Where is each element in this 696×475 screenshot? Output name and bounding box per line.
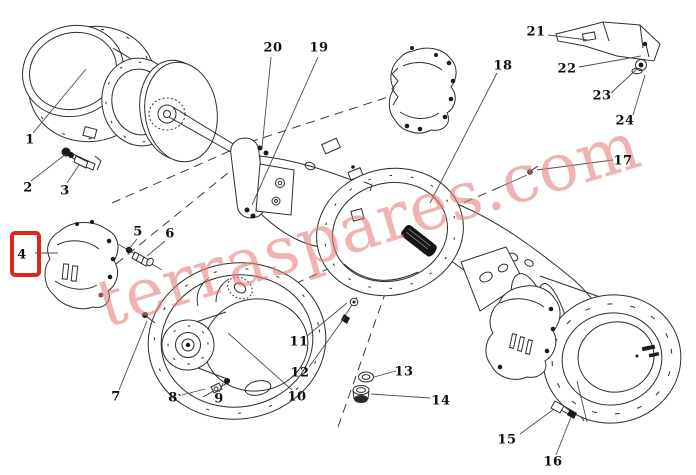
callout-label-10: 10	[287, 389, 307, 405]
callout-label-15: 15	[497, 432, 517, 448]
plug-14	[352, 385, 370, 403]
callout-label-3: 3	[60, 183, 70, 199]
callout-label-16: 16	[543, 454, 563, 470]
brake-caliper-right	[485, 285, 561, 380]
callout-label-22: 22	[557, 61, 577, 77]
callout-label-11: 11	[289, 334, 309, 350]
bolt-7	[142, 312, 156, 324]
callout-label-6: 6	[165, 226, 175, 242]
callout-label-17: 17	[613, 153, 633, 169]
callout-label-2: 2	[23, 180, 33, 196]
brake-caliper-top	[388, 46, 457, 134]
wheel-hub-assembly-left	[22, 24, 218, 163]
callout-label-20: 20	[263, 40, 283, 56]
callout-label-21: 21	[526, 24, 546, 40]
callout-label-5: 5	[133, 224, 143, 240]
brake-caliper-left	[44, 220, 119, 310]
callout-label-7: 7	[111, 389, 121, 405]
callout-label-14: 14	[431, 393, 451, 409]
callout-leader-lines	[30, 34, 646, 456]
washer-13	[358, 371, 374, 383]
callout-label-24: 24	[615, 113, 635, 129]
callout-label-23: 23	[592, 88, 612, 104]
bolt-and-sleeve-2-3	[61, 147, 102, 171]
callout-label-9: 9	[214, 391, 224, 407]
sensor-bracket-21-24	[555, 21, 661, 75]
bolt-8-9	[202, 378, 230, 398]
pinion-shaft-stub	[401, 225, 437, 257]
callout-label-4: 4	[17, 247, 27, 263]
callout-label-1: 1	[25, 132, 35, 148]
hub-bolt-15-16	[550, 400, 577, 419]
callout-label-13: 13	[394, 364, 414, 380]
callout-label-8: 8	[168, 390, 178, 406]
bolt-17	[499, 165, 539, 188]
callout-label-18: 18	[493, 58, 513, 74]
axle-housing	[230, 137, 612, 340]
bolt-11-12	[340, 296, 359, 324]
callout-label-19: 19	[309, 40, 329, 56]
drive-flange	[161, 319, 215, 371]
breather-valve-5-6	[117, 243, 163, 271]
callout-label-12: 12	[290, 365, 310, 381]
highlight-box-part-4	[10, 231, 41, 277]
